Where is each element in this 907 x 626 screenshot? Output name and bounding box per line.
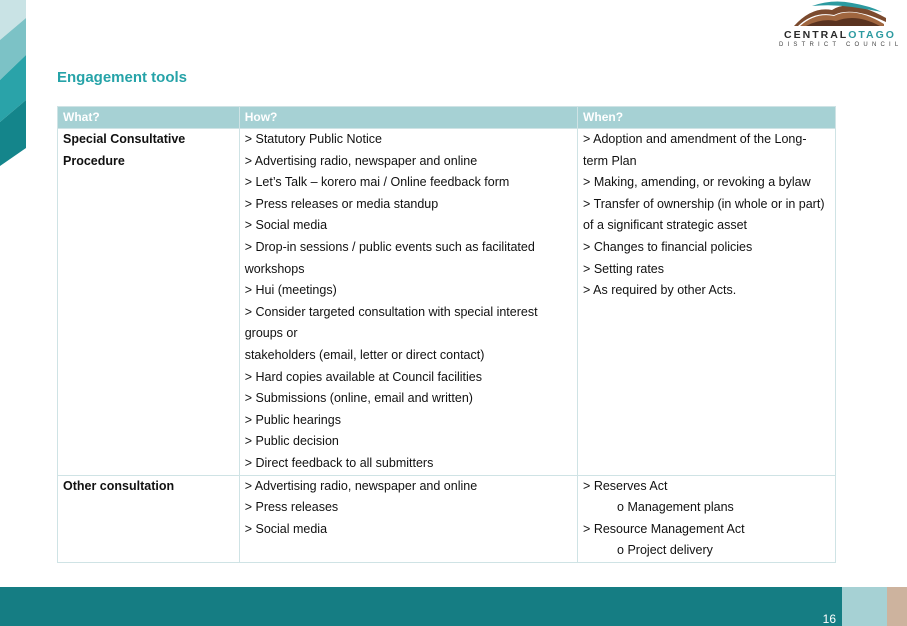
mountain-logo-icon [794, 1, 886, 26]
when-cell: > Reserves Act o Management plans > Reso… [577, 474, 836, 563]
what-line: Special Consultative [63, 132, 186, 146]
header-what: What? [57, 106, 240, 129]
table-row-other-consultation: Other consultation > Advertising radio, … [57, 474, 836, 563]
how-line: > Social media [244, 218, 328, 233]
how-line: > Statutory Public Notice [244, 132, 382, 146]
how-line: > Public decision [244, 434, 339, 449]
how-line: > Drop-in sessions / public events such … [244, 239, 535, 254]
page-number: 16 [822, 612, 836, 626]
when-line: term Plan [583, 153, 637, 168]
table-row-special-consultative: Special Consultative Procedure > Statuto… [57, 128, 836, 476]
how-line: stakeholders (email, letter or direct co… [244, 347, 485, 362]
when-line: > Resource Management Act [583, 521, 745, 536]
how-line: > Consider targeted consultation with sp… [244, 304, 538, 319]
when-line: of a significant strategic asset [583, 218, 748, 233]
what-cell: Special Consultative Procedure [57, 128, 240, 476]
when-line: > Reserves Act [583, 478, 668, 493]
council-logo: CENTRALOTAGO DISTRICT COUNCIL [779, 0, 901, 56]
how-cell: > Statutory Public Notice > Advertising … [238, 128, 579, 476]
what-line: Procedure [63, 153, 125, 168]
how-line: > Submissions (online, email and written… [244, 391, 473, 406]
ribbon-graphic [0, 0, 26, 166]
table-header-row: What? How? When? [57, 106, 836, 129]
logo-wordmark: CENTRALOTAGO [779, 29, 901, 41]
when-subitem-line: o Management plans [617, 500, 734, 515]
footer-corner-tan-block [887, 587, 907, 626]
left-decorative-ribbon [0, 0, 26, 170]
when-line: > Adoption and amendment of the Long- [583, 132, 807, 146]
footer-corner-teal-block [842, 587, 887, 626]
footer-bar: 16 [0, 587, 842, 626]
header-how: How? [238, 106, 579, 129]
logo-name-otago: OTAGO [848, 29, 896, 41]
how-line: groups or [244, 326, 298, 341]
page-title: Engagement tools [57, 69, 188, 86]
how-line: > Hard copies available at Council facil… [244, 369, 482, 384]
engagement-tools-table: What? How? When? Special Consultative Pr… [57, 106, 836, 563]
when-line: > Transfer of ownership (in whole or in … [583, 196, 825, 211]
how-line: > Advertising radio, newspaper and onlin… [244, 153, 478, 168]
how-line: workshops [244, 261, 305, 276]
header-when: When? [577, 106, 836, 129]
when-line: > Changes to financial policies [583, 239, 753, 254]
logo-subtitle: DISTRICT COUNCIL [779, 42, 903, 48]
how-line: > Social media [244, 521, 328, 536]
how-line: > Let’s Talk – korero mai / Online feedb… [244, 175, 510, 190]
how-line: > Press releases [244, 500, 339, 515]
how-line: > Public hearings [244, 412, 341, 427]
what-line: Other consultation [63, 478, 175, 493]
how-cell: > Advertising radio, newspaper and onlin… [238, 474, 579, 563]
what-cell: Other consultation [57, 474, 240, 563]
when-line: > Making, amending, or revoking a bylaw [583, 175, 811, 190]
how-line: > Direct feedback to all submitters [244, 455, 434, 470]
how-line: > Hui (meetings) [244, 283, 337, 298]
when-line: > Setting rates [583, 261, 664, 276]
how-line: > Press releases or media standup [244, 196, 439, 211]
when-cell: > Adoption and amendment of the Long- te… [577, 128, 836, 476]
logo-name-central: CENTRAL [784, 29, 849, 41]
how-line: > Advertising radio, newspaper and onlin… [244, 478, 478, 493]
when-subitem-line: o Project delivery [617, 543, 713, 558]
when-line: > As required by other Acts. [583, 283, 737, 298]
